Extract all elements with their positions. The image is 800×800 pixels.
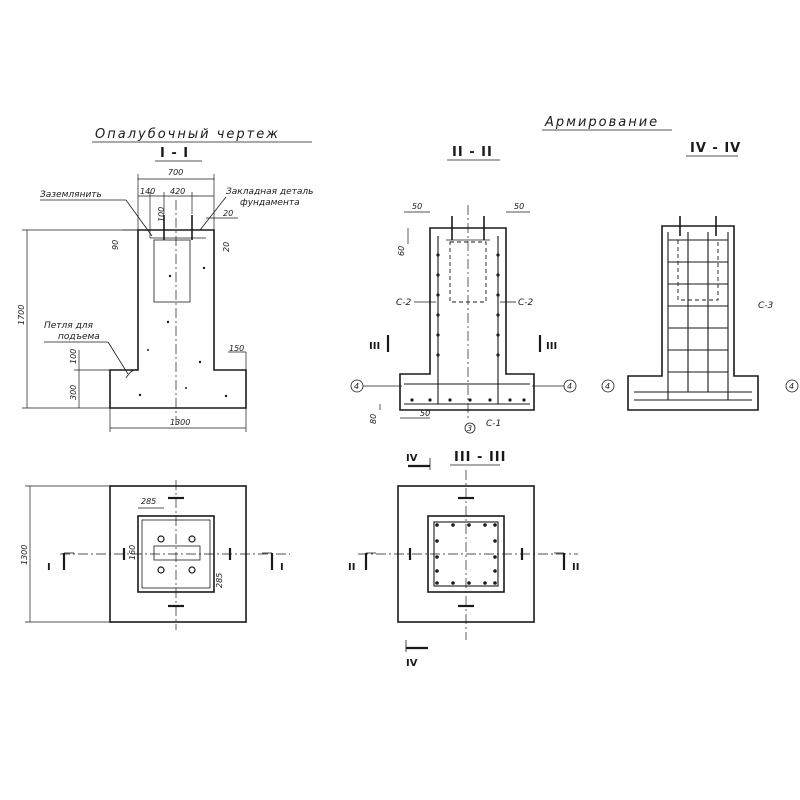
concrete-body [109, 229, 247, 409]
formwork-title: Опалубочный чертеж [95, 127, 280, 142]
position-4-iv-right: 4 [789, 382, 794, 391]
dim-160: 160 [128, 545, 137, 560]
dim-420: 420 [170, 187, 185, 196]
dim-140: 140 [140, 187, 155, 196]
section-II-elevation: 50 50 60 80 50 С-2 С-2 С-1 3 4 4 III III [350, 202, 577, 434]
dim-50-bottom: 50 [420, 409, 430, 418]
position-4-right: 4 [567, 382, 572, 391]
section-mark-I-right: I [280, 562, 284, 573]
plan-embedded-plate [153, 545, 201, 561]
section-mark-II-left: II [348, 562, 355, 573]
section-IV-title: IV - IV [690, 141, 741, 156]
dim-60: 60 [397, 246, 406, 256]
position-4-iv-left: 4 [605, 382, 610, 391]
section-mark-I-left: I [47, 562, 51, 573]
position-3: 3 [467, 424, 472, 433]
rebar-label-c3: С-3 [758, 301, 774, 311]
dim-100: 100 [157, 207, 166, 222]
dim-50-top-right: 50 [514, 202, 524, 211]
dim-1700: 1700 [17, 305, 26, 325]
formwork-plan: 285 160 285 1300 I I [20, 480, 290, 630]
section-II-title: II - II [452, 145, 493, 160]
dim-50-top-left: 50 [412, 202, 422, 211]
dim-285: 285 [141, 497, 156, 506]
dim-80: 80 [369, 414, 378, 424]
embedded-part-recess [153, 239, 191, 303]
rebar-label-c2-left: С-2 [396, 298, 412, 308]
section-IV-elevation: С-3 4 4 [601, 216, 799, 411]
dim-150: 150 [229, 344, 244, 353]
lifting-loop [125, 369, 139, 379]
section-I-title: I - I [160, 146, 189, 161]
rebar-label-c2-right: С-2 [518, 298, 534, 308]
dim-100-loop: 100 [69, 349, 78, 364]
note-lifting-loop-1: Петля для [44, 321, 94, 331]
dim-285-b: 285 [215, 573, 224, 588]
note-embedded-part-2: фундамента [240, 198, 300, 208]
note-grounding: Заземлянить [40, 190, 102, 200]
dim-1300: 1300 [170, 418, 190, 427]
section-mark-IV-top: IV [406, 453, 418, 464]
section-I-elevation: 700 140 420 100 20 90 20 Заземлянить Зак… [17, 168, 313, 432]
section-mark-III-left: III [369, 341, 380, 352]
rebar-label-c1: С-1 [486, 419, 501, 429]
dim-1300-vertical: 1300 [20, 545, 29, 565]
section-mark-II-right: II [572, 562, 579, 573]
section-mark-IV-bottom: IV [406, 658, 418, 669]
note-lifting-loop-2: подъема [58, 332, 100, 342]
section-III-title: III - III [454, 450, 506, 465]
section-III-plan: II II IV IV [348, 453, 579, 669]
section-IV-outline [627, 225, 759, 411]
section-mark-III-right: III [546, 341, 557, 352]
note-embedded-part-1: Закладная деталь [226, 187, 313, 197]
reinforcement-title: Армирование [544, 115, 659, 130]
position-4-left: 4 [354, 382, 359, 391]
dim-20-right: 20 [222, 242, 231, 252]
dim-700: 700 [168, 168, 183, 177]
dim-90: 90 [111, 240, 120, 250]
dim-300: 300 [69, 385, 78, 400]
dim-20: 20 [223, 209, 233, 218]
section-II-outline [399, 227, 535, 411]
